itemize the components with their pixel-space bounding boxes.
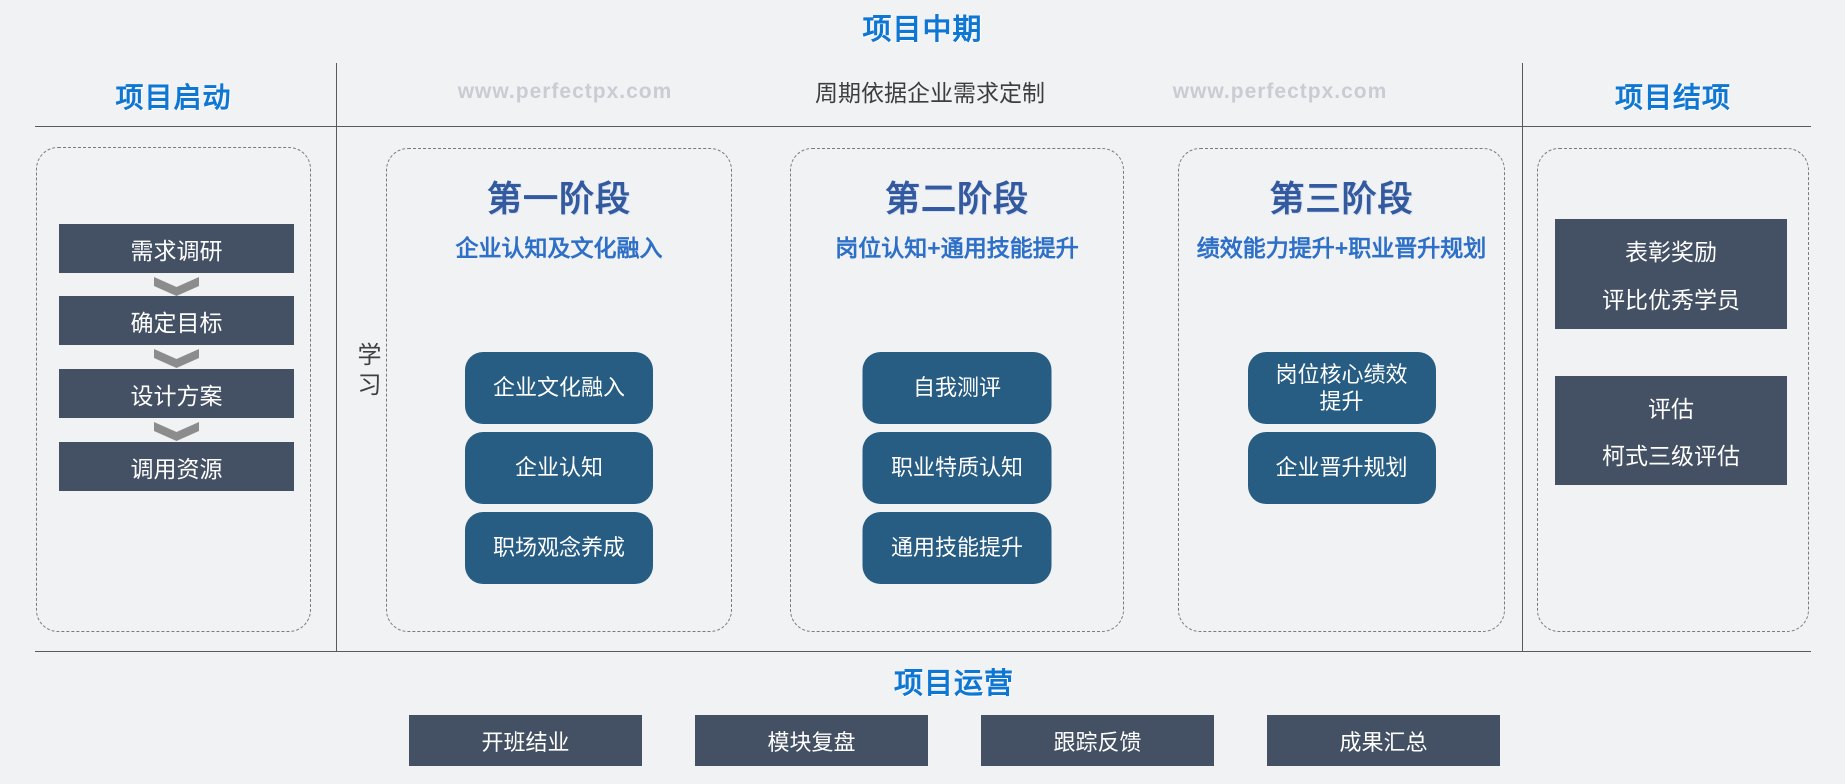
step-box: 确定目标 (59, 296, 294, 345)
closing-box-line: 柯式三级评估 (1602, 443, 1740, 470)
right-vertical-divider (1522, 63, 1523, 651)
phase-title: 第一阶段 (486, 180, 631, 219)
phase-item: 职业特质认知 (862, 432, 1052, 504)
learning-side-label: 学习 (353, 342, 380, 402)
cycle-note: 周期依据企业需求定制 (815, 80, 1045, 106)
step-box: 调用资源 (59, 442, 294, 491)
chevron-down-icon (154, 349, 199, 368)
phase-item: 企业文化融入 (465, 352, 653, 424)
bottom-divider-line (35, 651, 1811, 652)
watermark-left: www.perfectpx.com (457, 80, 673, 103)
left-vertical-divider (336, 63, 337, 651)
step-box: 需求调研 (59, 224, 294, 273)
closing-box-line: 评估 (1648, 395, 1694, 422)
section-title-project-start: 项目启动 (115, 82, 232, 113)
phase-item: 通用技能提升 (862, 512, 1052, 584)
phase-title: 第三阶段 (1269, 180, 1414, 219)
top-divider-line (35, 126, 1811, 127)
phase-3-panel: 第三阶段 绩效能力提升+职业晋升规划 岗位核心绩效提升 企业晋升规划 (1178, 148, 1505, 632)
closing-box-awards: 表彰奖励 评比优秀学员 (1555, 219, 1787, 329)
phase-title: 第二阶段 (884, 180, 1029, 219)
closing-box-evaluation: 评估 柯式三级评估 (1555, 376, 1787, 485)
phase-item: 自我测评 (862, 352, 1052, 424)
phase-subtitle: 绩效能力提升+职业晋升规划 (1196, 235, 1487, 261)
section-title-project-close: 项目结项 (1614, 82, 1731, 113)
chevron-down-icon (154, 277, 199, 296)
phase-item: 企业晋升规划 (1247, 432, 1436, 504)
phase-subtitle: 岗位认知+通用技能提升 (835, 235, 1079, 261)
phase-item: 岗位核心绩效提升 (1247, 352, 1436, 424)
project-close-panel: 表彰奖励 评比优秀学员 评估 柯式三级评估 (1537, 148, 1809, 632)
operations-item: 跟踪反馈 (981, 715, 1214, 766)
section-title-operations: 项目运营 (893, 668, 1015, 700)
operations-item: 开班结业 (409, 715, 642, 766)
chevron-down-icon (154, 422, 199, 441)
page-title: 项目中期 (862, 14, 983, 46)
operations-item: 成果汇总 (1267, 715, 1500, 766)
phase-item: 职场观念养成 (465, 512, 653, 584)
phase-subtitle: 企业认知及文化融入 (455, 235, 663, 261)
closing-box-line: 评比优秀学员 (1602, 287, 1740, 313)
phase-1-panel: 第一阶段 企业认知及文化融入 企业文化融入 企业认知 职场观念养成 (386, 148, 732, 632)
step-box: 设计方案 (59, 369, 294, 418)
closing-box-line: 表彰奖励 (1625, 239, 1717, 265)
watermark-right: www.perfectpx.com (1172, 80, 1388, 103)
operations-item: 模块复盘 (695, 715, 928, 766)
phase-2-panel: 第二阶段 岗位认知+通用技能提升 自我测评 职业特质认知 通用技能提升 (790, 148, 1124, 632)
phase-item: 企业认知 (465, 432, 653, 504)
project-start-panel: 需求调研 确定目标 设计方案 调用资源 (36, 147, 311, 632)
